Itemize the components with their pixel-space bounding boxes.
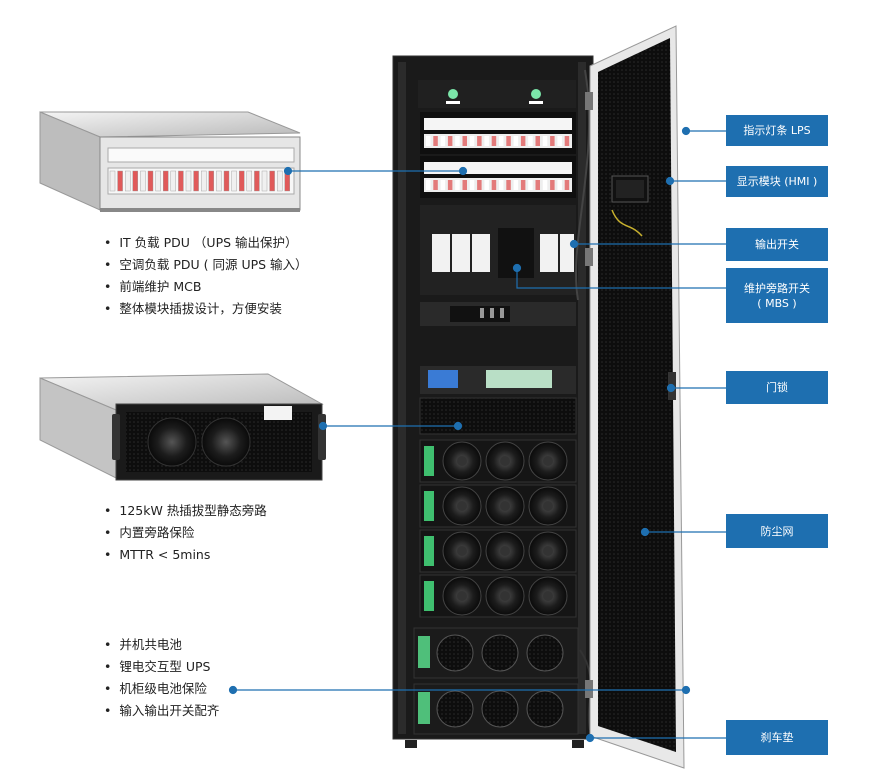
callout-door-lock: 门锁	[726, 371, 828, 404]
list-item: 锂电交互型 UPS	[104, 656, 219, 678]
callout-hmi: 显示模块 (HMI )	[726, 166, 828, 197]
list-item: 整体模块插拔设计，方便安装	[104, 298, 308, 320]
list-item: 内置旁路保险	[104, 522, 267, 544]
list-item: 125kW 热插拔型静态旁路	[104, 500, 266, 522]
bypass-module-image	[39, 373, 326, 481]
callout-dust-net: 防尘网	[726, 514, 828, 548]
callout-lps: 指示灯条 LPS	[726, 115, 828, 146]
pdu-module-image	[39, 111, 301, 212]
callout-mbs: 维护旁路开关 ( MBS )	[726, 268, 828, 323]
list-item: 并机共电池	[104, 634, 219, 656]
callout-brake-pad: 刹车垫	[726, 720, 828, 755]
pdu-feature-list: IT 负载 PDU （UPS 输出保护） 空调负载 PDU ( 同源 UPS 输…	[104, 232, 308, 320]
list-item: 输入输出开关配齐	[104, 700, 219, 722]
cabinet-door	[585, 25, 685, 769]
leader-lines	[228, 126, 726, 743]
list-item: 空调负载 PDU ( 同源 UPS 输入）	[104, 254, 307, 276]
ups-cabinet	[392, 55, 600, 748]
list-item: 机柜级电池保险	[104, 678, 219, 700]
callout-output-switch: 输出开关	[726, 228, 828, 261]
list-item: MTTR < 5mins	[104, 544, 267, 566]
list-item: 前端维护 MCB	[104, 276, 308, 298]
battery-feature-list: 并机共电池 锂电交互型 UPS 机柜级电池保险 输入输出开关配齐	[104, 634, 219, 722]
bypass-feature-list: 125kW 热插拔型静态旁路 内置旁路保险 MTTR < 5mins	[104, 500, 267, 566]
list-item: IT 负载 PDU （UPS 输出保护）	[104, 232, 308, 254]
